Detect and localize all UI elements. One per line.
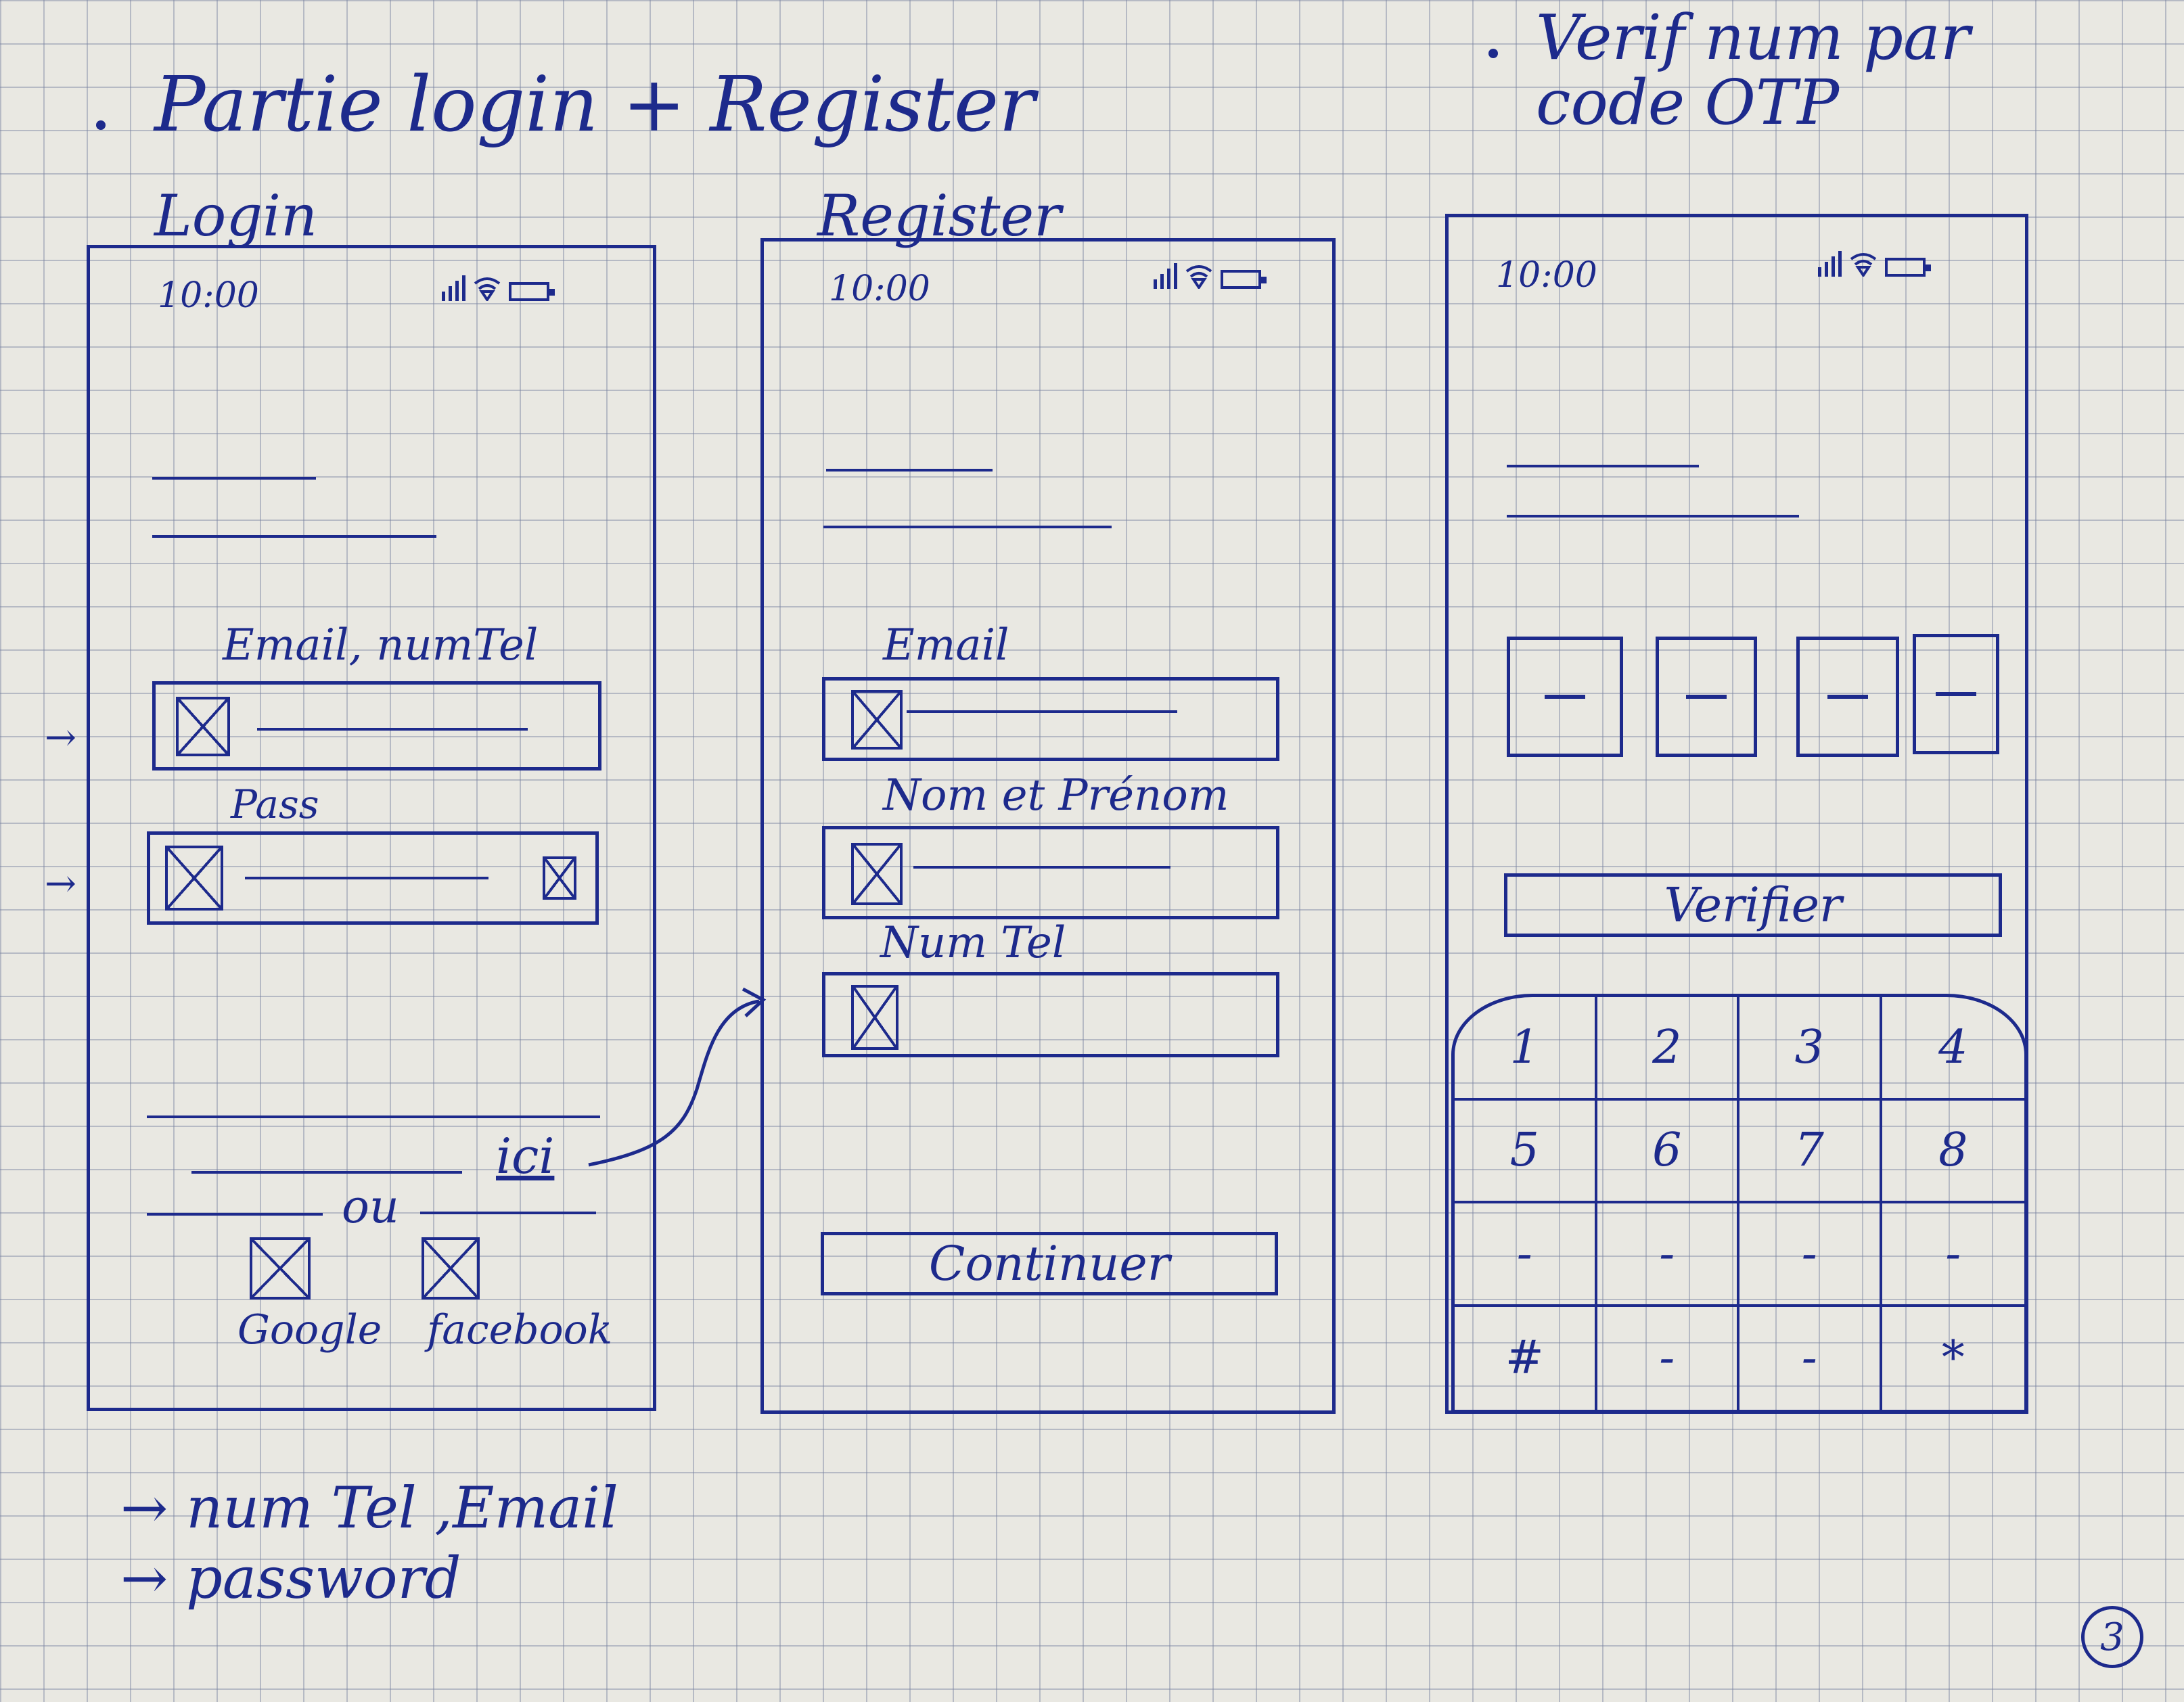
password-input-line <box>245 877 488 879</box>
signal-icon <box>1154 263 1177 289</box>
email-input-line <box>257 728 528 731</box>
note-line-1: → num Tel ,Email <box>120 1475 618 1541</box>
email-icon <box>176 697 230 756</box>
keypad-key[interactable]: 4 <box>1882 997 2024 1101</box>
wifi-icon <box>474 277 501 301</box>
phone-icon <box>851 985 898 1050</box>
heading-bullet <box>96 120 106 130</box>
keypad-key[interactable]: - <box>1455 1203 1597 1307</box>
otp-digit-box-1[interactable] <box>1507 637 1623 757</box>
otp-phone-frame: 10:00 Verifier 1 2 3 4 5 6 7 8 - - - - #… <box>1445 214 2028 1414</box>
signal-icon <box>1818 251 1842 277</box>
battery-icon <box>509 282 555 301</box>
keypad-key[interactable]: - <box>1739 1203 1882 1307</box>
login-status-time: 10:00 <box>158 275 259 316</box>
register-email-label: Email <box>883 620 1009 670</box>
show-password-eye-icon[interactable] <box>543 856 576 900</box>
register-status-time: 10:00 <box>829 269 930 309</box>
keypad-key[interactable]: 6 <box>1597 1100 1739 1203</box>
otp-logo-line-2 <box>1507 515 1799 518</box>
battery-icon <box>1885 258 1931 277</box>
keypad-key[interactable]: 1 <box>1455 997 1597 1101</box>
page-number-badge: 3 <box>2081 1606 2143 1668</box>
note-line-2: → password <box>120 1545 461 1611</box>
register-logo-line-2 <box>823 526 1112 528</box>
facebook-label: facebook <box>427 1306 613 1354</box>
keypad-key[interactable]: # <box>1455 1306 1597 1410</box>
keypad-key[interactable]: 2 <box>1597 997 1739 1101</box>
login-status-icons <box>442 274 555 301</box>
register-status-icons <box>1154 262 1267 289</box>
password-field-arrow: → <box>45 862 76 906</box>
keypad-key[interactable]: - <box>1882 1203 2024 1307</box>
login-logo-line-2 <box>152 535 436 538</box>
otp-heading: Verif num par code OTP <box>1536 1 1970 139</box>
keypad-key[interactable]: - <box>1597 1306 1739 1410</box>
register-phone-label: Num Tel <box>880 918 1066 968</box>
facebook-logo-icon[interactable] <box>422 1237 480 1300</box>
wifi-icon <box>1850 253 1877 277</box>
signal-icon <box>442 275 465 301</box>
keypad-key[interactable]: 5 <box>1455 1100 1597 1203</box>
numeric-keypad: 1 2 3 4 5 6 7 8 - - - - # - - * <box>1451 994 2028 1413</box>
keypad-key[interactable]: * <box>1941 1331 1965 1385</box>
otp-digit-box-2[interactable] <box>1656 637 1757 757</box>
register-email-field[interactable] <box>822 677 1279 761</box>
register-phone-field[interactable] <box>822 972 1279 1057</box>
lock-icon <box>165 846 223 911</box>
otp-digit-box-4[interactable] <box>1913 634 1999 754</box>
divider-or-text: ou <box>342 1180 399 1234</box>
login-pass-label: Pass <box>231 781 319 827</box>
divider-left-line <box>147 1213 323 1216</box>
register-link[interactable]: ici <box>496 1128 555 1184</box>
keypad-key[interactable]: 7 <box>1739 1100 1882 1203</box>
register-phone-frame: 10:00 Email Nom et Prénom Num Tel Contin… <box>760 238 1336 1414</box>
navigation-arrow <box>588 988 767 1167</box>
name-input-line <box>913 866 1170 869</box>
register-logo-line-1 <box>826 469 993 472</box>
register-prompt-line <box>191 1171 462 1174</box>
continue-button[interactable]: Continuer <box>821 1232 1278 1295</box>
login-logo-line-1 <box>152 477 316 480</box>
battery-icon <box>1221 270 1267 289</box>
main-heading: Partie login + Register <box>154 61 1035 149</box>
register-name-label: Nom et Prénom <box>883 770 1229 821</box>
otp-logo-line-1 <box>1507 465 1699 467</box>
google-logo-icon[interactable] <box>250 1237 311 1300</box>
login-phone-frame: 10:00 Email, numTel Pass ici ou Google f… <box>87 245 656 1411</box>
email-input-line <box>907 710 1177 713</box>
keypad-key[interactable]: - <box>1597 1203 1739 1307</box>
otp-heading-bullet <box>1488 49 1498 58</box>
email-field-arrow: → <box>45 716 76 760</box>
divider-right-line <box>420 1212 596 1214</box>
keypad-key[interactable]: - <box>1739 1306 1882 1410</box>
user-icon <box>851 843 903 905</box>
login-title: Login <box>154 183 318 249</box>
page-number: 3 <box>2100 1615 2124 1659</box>
wifi-icon <box>1185 265 1212 289</box>
login-password-field[interactable] <box>147 831 599 925</box>
login-email-field[interactable] <box>152 681 601 770</box>
login-button-line[interactable] <box>147 1116 600 1118</box>
otp-status-icons <box>1818 250 1931 277</box>
keypad-key[interactable]: 3 <box>1739 997 1882 1101</box>
keypad-key[interactable]: 8 <box>1882 1101 2024 1203</box>
otp-digit-box-3[interactable] <box>1796 637 1899 757</box>
register-title: Register <box>817 183 1062 249</box>
otp-status-time: 10:00 <box>1496 255 1597 296</box>
register-name-field[interactable] <box>822 826 1279 919</box>
login-email-label: Email, numTel <box>223 620 539 670</box>
verify-button[interactable]: Verifier <box>1504 873 2002 937</box>
email-icon <box>851 690 903 750</box>
google-label: Google <box>237 1306 382 1354</box>
